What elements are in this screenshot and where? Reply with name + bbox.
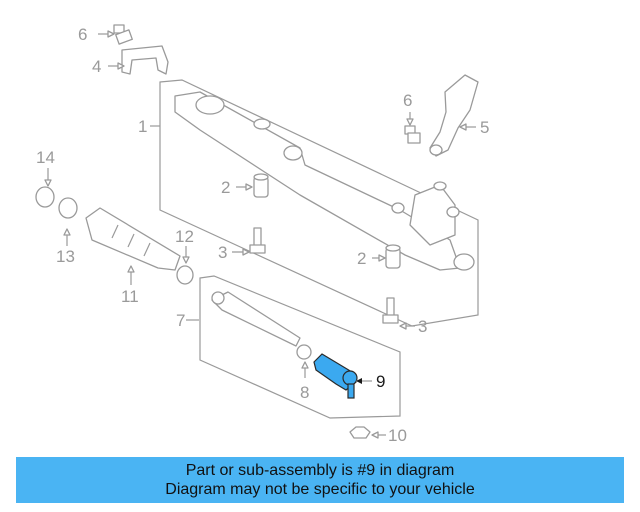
bracket[interactable] (429, 74, 479, 157)
clamp-bolt[interactable] (113, 24, 133, 45)
callout-1[interactable]: 1 (138, 117, 147, 136)
callout-7[interactable]: 7 (176, 311, 185, 330)
tie-rod-assembly-frame (199, 275, 401, 419)
callout-2-lower[interactable]: 2 (357, 249, 366, 268)
callout-14[interactable]: 14 (36, 148, 55, 167)
callout-2-upper[interactable]: 2 (221, 178, 230, 197)
retaining-ring[interactable] (35, 186, 55, 208)
boot-clamp-inner[interactable] (58, 197, 78, 219)
callout-6-upper[interactable]: 6 (78, 25, 87, 44)
callout-9[interactable]: 9 (376, 372, 385, 391)
callout-11[interactable]: 11 (121, 287, 139, 306)
banner-line-1: Part or sub-assembly is #9 in diagram (185, 462, 455, 479)
steering-gear-diagram: 6 4 1 6 5 14 2 12 3 2 13 11 7 3 9 8 10 (35, 24, 489, 445)
callout-4[interactable]: 4 (92, 57, 101, 76)
callout-13[interactable]: 13 (56, 247, 75, 266)
bracket-bolt[interactable] (404, 125, 421, 144)
callout-8[interactable]: 8 (300, 383, 309, 402)
callout-6-right[interactable]: 6 (403, 91, 412, 110)
banner-line-2: Diagram may not be specific to your vehi… (165, 481, 475, 498)
rack-housing[interactable] (174, 91, 475, 271)
bushing-lower[interactable] (385, 244, 401, 269)
callout-3-lower[interactable]: 3 (418, 317, 427, 336)
callout-12[interactable]: 12 (175, 227, 194, 246)
castle-nut[interactable] (349, 426, 371, 439)
boot-clamp-outer[interactable] (176, 265, 194, 285)
callout-5[interactable]: 5 (480, 118, 489, 137)
outer-tie-rod-end[interactable] (313, 353, 358, 399)
callout-3-upper[interactable]: 3 (218, 243, 227, 262)
rack-boot[interactable] (85, 207, 181, 271)
info-banner: Part or sub-assembly is #9 in diagram Di… (16, 457, 624, 503)
callout-10[interactable]: 10 (388, 426, 407, 445)
mount-bolt-upper[interactable] (249, 227, 266, 254)
rack-assembly-frame (159, 79, 479, 327)
bushing-upper[interactable] (253, 173, 269, 198)
inner-tie-rod[interactable] (211, 291, 301, 347)
mount-bolt-lower[interactable] (382, 297, 399, 324)
jam-nut[interactable] (296, 344, 312, 360)
mount-clamp[interactable] (121, 45, 169, 75)
